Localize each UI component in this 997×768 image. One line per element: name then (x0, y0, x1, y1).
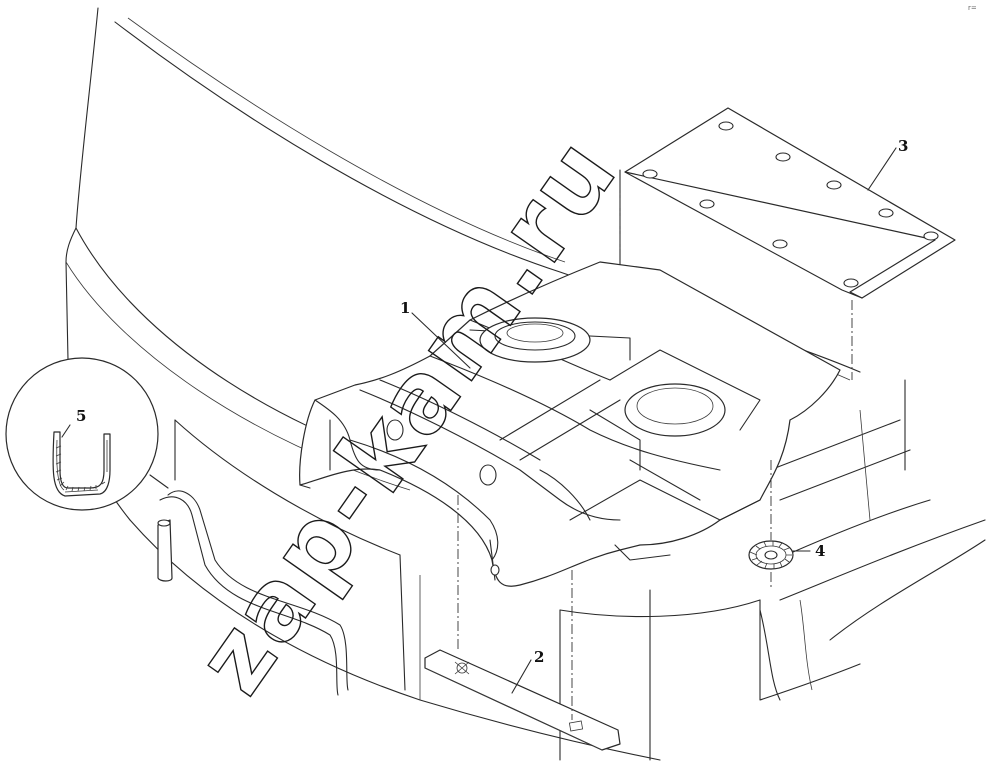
leader-lines (411, 147, 897, 694)
callout-3: 3 (898, 137, 908, 155)
hose-pipe (157, 490, 349, 696)
part-4-washer (748, 460, 794, 590)
callout-5: 5 (76, 407, 86, 425)
callout-1: 1 (400, 299, 410, 317)
corner-mark: r= (968, 4, 977, 12)
part-3-plate (619, 107, 956, 380)
callout-2: 2 (534, 648, 544, 666)
fan-symbol (454, 661, 470, 675)
detail-5-view (5, 357, 169, 511)
part-1-floor-panel (299, 261, 841, 587)
callout-4: 4 (815, 542, 825, 560)
part-2-strip (424, 495, 621, 751)
